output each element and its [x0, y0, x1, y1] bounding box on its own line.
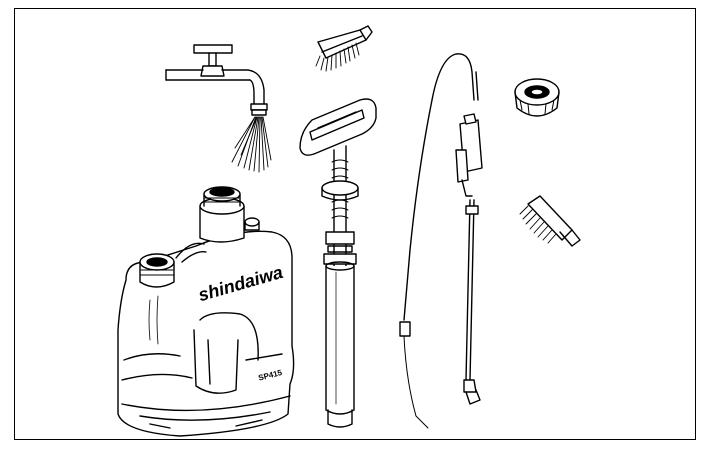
hose-wand-icon: [400, 54, 482, 428]
brush-icon: [520, 196, 580, 246]
tank-icon: [118, 187, 294, 436]
cap-icon: [515, 79, 559, 116]
model-mark-text: SP415: [257, 368, 282, 383]
brush-icon: [316, 26, 372, 71]
faucet-icon: [166, 45, 271, 172]
pump-handle-icon: [300, 99, 376, 427]
